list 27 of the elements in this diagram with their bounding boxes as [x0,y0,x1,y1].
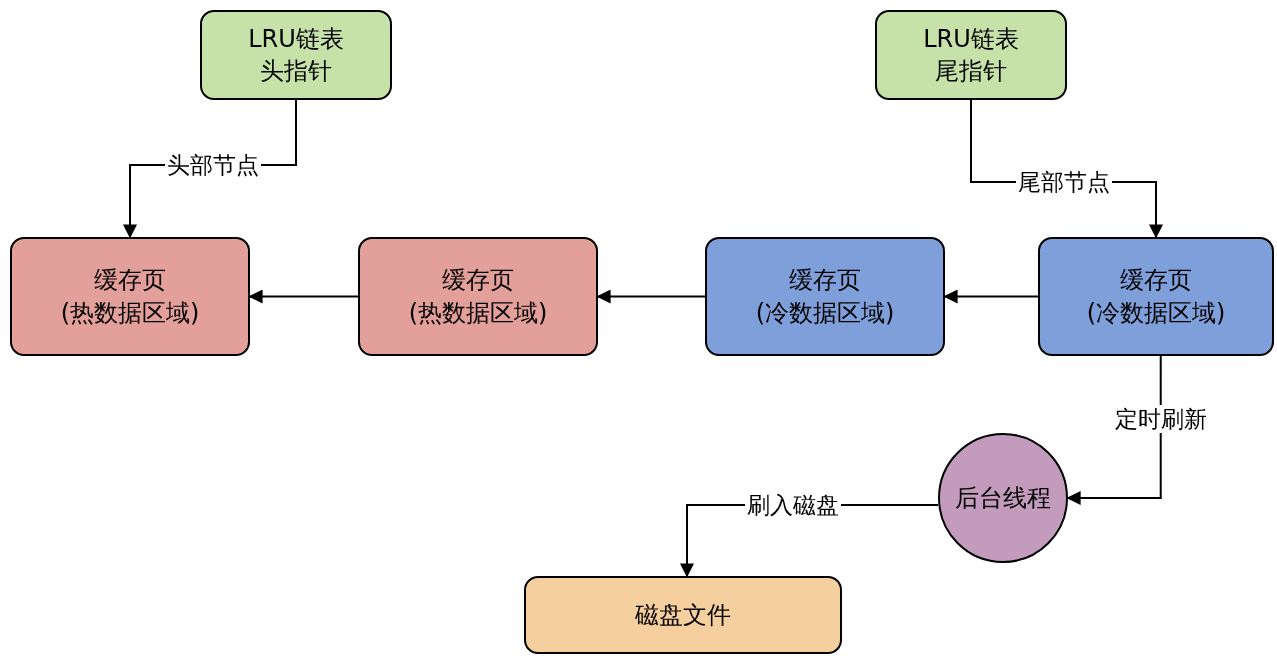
edge-label: 定时刷新 [1112,405,1209,433]
arrow [248,289,359,304]
arrow [943,289,1039,304]
pointer-box [875,10,1067,100]
node-text: 缓存页 [789,265,861,297]
cache-page-box [1038,237,1274,356]
node-text: LRU链表头指针 [247,23,345,87]
node-text: LRU链表尾指针 [922,23,1020,87]
node-text: (冷数据区域) [755,297,895,329]
node-text: 缓存页 [442,265,514,297]
node-text: 缓存页 [1120,265,1192,297]
cache-page-box [358,237,598,356]
node-text: (热数据区域) [60,297,200,329]
arrow [596,289,706,304]
node-text: (热数据区域) [408,297,548,329]
edge-label: 刷入磁盘 [744,491,841,519]
arrow [1066,355,1162,505]
cache-page-box [705,237,945,356]
disk-file-box [524,576,842,654]
node-text: 磁盘文件 [635,599,731,631]
pointer-box [200,10,392,100]
node-text: 后台线程 [955,482,1051,514]
node-text: (冷数据区域) [1086,297,1226,329]
cache-page-box [10,237,250,356]
edge-label: 头部节点 [165,151,261,179]
edge-label: 尾部节点 [1015,168,1112,196]
node-text: 缓存页 [94,265,166,297]
